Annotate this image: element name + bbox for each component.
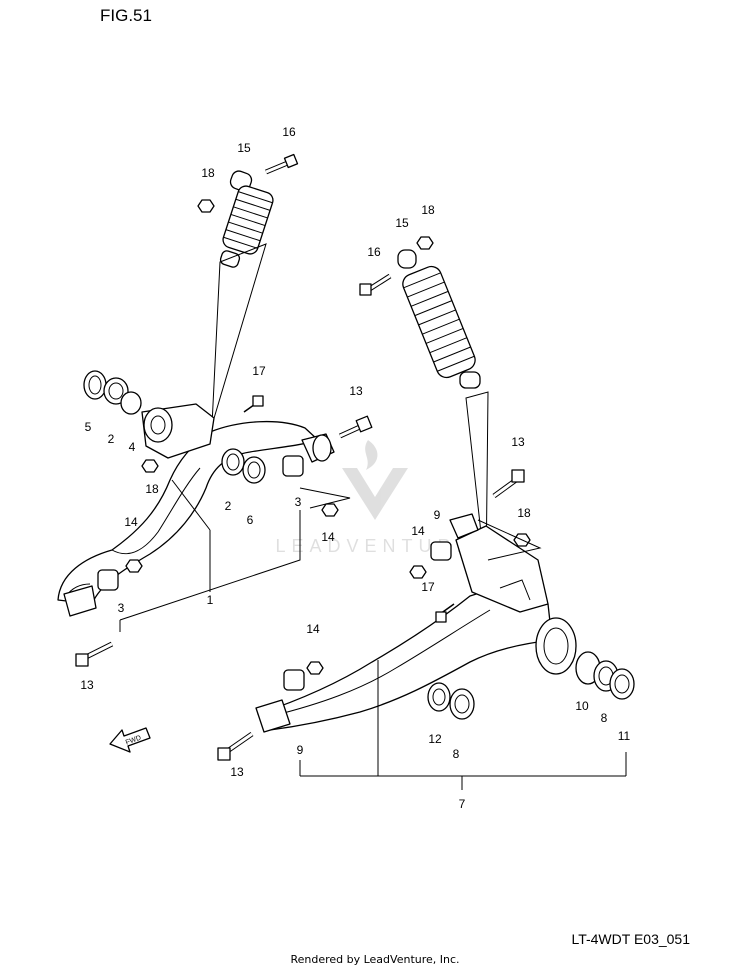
callout-18-left: 18 [145, 482, 159, 496]
callout-14-left-b: 14 [321, 530, 335, 544]
callout-5: 5 [85, 420, 92, 434]
callout-10: 10 [575, 699, 589, 713]
nut-14-left-a [125, 559, 143, 573]
left-shock-top-bolt [265, 153, 299, 175]
forward-direction-arrow: FWD [109, 727, 151, 753]
nut-14-left-b [321, 503, 339, 517]
callout-13-right-upper: 13 [511, 435, 525, 449]
callout-9-lower: 9 [297, 743, 304, 757]
bearing-8-lower [449, 688, 475, 720]
callout-11: 11 [618, 729, 631, 743]
oil-seal-5 [83, 370, 107, 400]
callout-6: 6 [247, 513, 254, 527]
bushing-3-lower [97, 569, 119, 591]
right-shock-top-bolt [359, 273, 392, 296]
left-shock-absorber [219, 170, 274, 268]
callout-1: 1 [207, 593, 214, 607]
diagram-reference-code: LT-4WDT E03_051 [571, 931, 690, 947]
seal-6 [242, 456, 266, 484]
bolt-13-right-lower [217, 731, 254, 761]
spacer-4 [120, 391, 142, 415]
bolt-13-right-upper [492, 469, 525, 499]
left-shock-nut [197, 199, 215, 213]
callout-13-right-lower: 13 [230, 765, 244, 779]
callout-14-right-a: 14 [411, 524, 425, 538]
left-swing-arm [57, 403, 335, 617]
callout-16-right: 16 [367, 245, 381, 259]
callout-14-right-b: 14 [306, 622, 320, 636]
nut-14-right-a [409, 565, 427, 579]
callout-12: 12 [428, 732, 442, 746]
callout-8-right: 8 [601, 711, 608, 725]
bushing-9-upper [430, 541, 452, 561]
callout-3-lower: 3 [118, 601, 125, 615]
bushing-3-upper [282, 455, 304, 477]
right-swing-arm [255, 513, 577, 733]
callout-3-upper: 3 [295, 495, 302, 509]
bearing-2-right [221, 448, 245, 476]
watermark-logo: LEADVENTURE [275, 440, 474, 556]
rendered-by-credit: Rendered by LeadVenture, Inc. [290, 953, 460, 966]
nut-18-left [141, 459, 159, 473]
callout-17-left: 17 [252, 364, 266, 378]
callout-13-left-bottom: 13 [80, 678, 94, 692]
callout-8-lower: 8 [453, 747, 460, 761]
callout-2-left: 2 [108, 432, 115, 446]
callout-18-right-top: 18 [421, 203, 435, 217]
callout-16-left: 16 [282, 125, 296, 139]
callout-13-left-top: 13 [349, 384, 363, 398]
nut-14-right-b [306, 661, 324, 675]
callout-15-right: 15 [395, 216, 409, 230]
callout-15-left: 15 [237, 141, 251, 155]
bolt-13-left-top [338, 415, 373, 439]
callout-2-right: 2 [225, 499, 232, 513]
seal-11 [609, 668, 635, 700]
figure-title: FIG.51 [100, 6, 152, 25]
watermark-text: LEADVENTURE [275, 536, 474, 556]
callout-18-left-top: 18 [201, 166, 215, 180]
callout-4: 4 [129, 440, 136, 454]
bushing-9-lower [283, 669, 305, 691]
callout-14-left-a: 14 [124, 515, 138, 529]
right-shock-nut [416, 236, 434, 250]
bolt-13-left-bottom [75, 641, 114, 667]
callout-7: 7 [459, 797, 466, 811]
seal-12 [427, 682, 451, 712]
callout-17-right: 17 [421, 580, 435, 594]
right-shock-absorber [397, 249, 481, 389]
callout-18-right: 18 [517, 506, 531, 520]
callout-9-upper: 9 [434, 508, 441, 522]
